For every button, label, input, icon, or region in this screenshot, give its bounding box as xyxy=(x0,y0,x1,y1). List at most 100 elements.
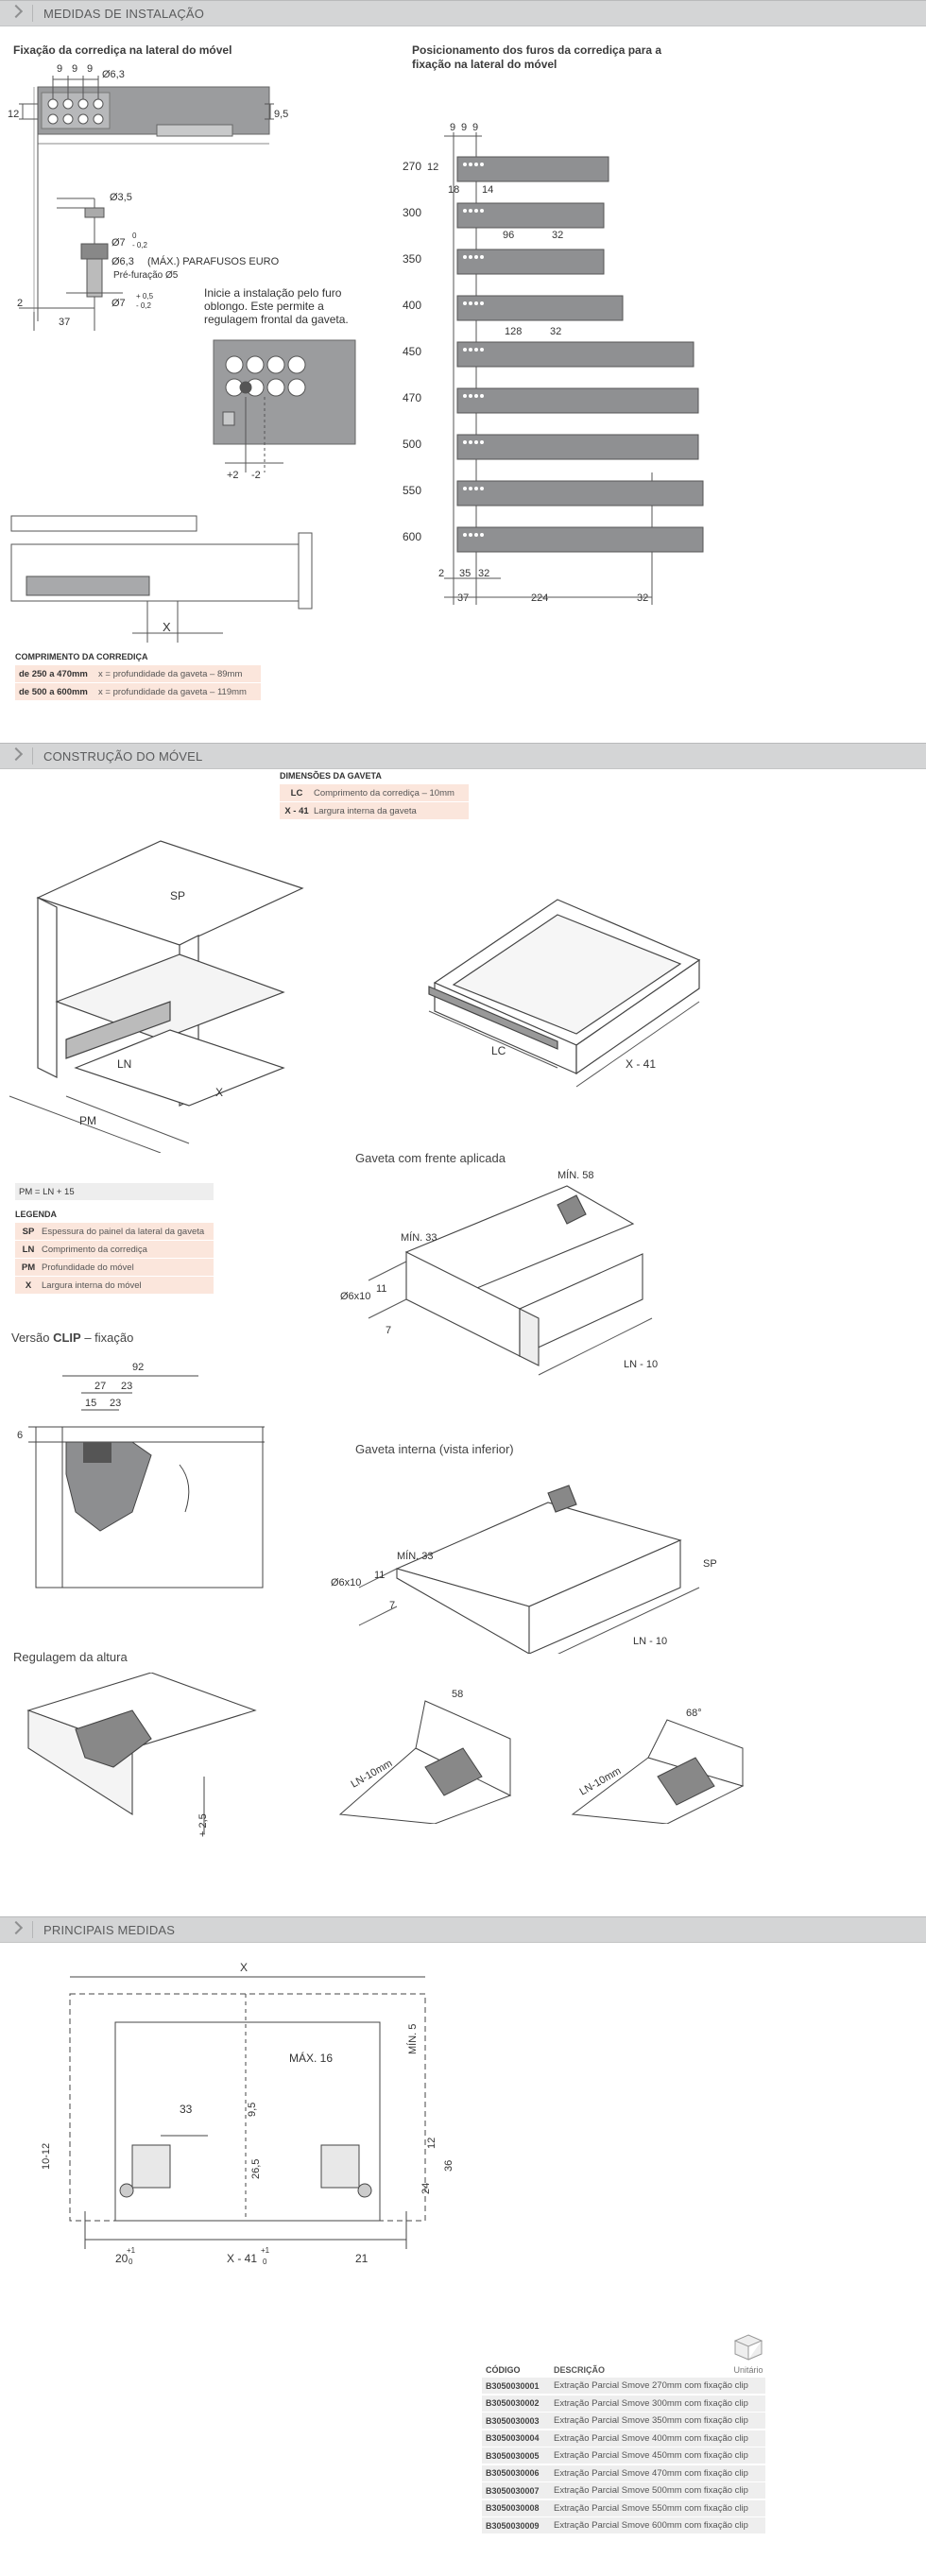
rail-hole xyxy=(474,163,478,166)
chevron-right-icon xyxy=(9,4,24,19)
legend-row: PM Profundidade do móvel xyxy=(15,1259,214,1276)
rail-row-500: 500 xyxy=(403,434,699,460)
adjust-plus: +2 xyxy=(227,470,239,481)
rail-length-label: 470 xyxy=(403,391,421,404)
legend-row: SP Espessura do painel da lateral da gav… xyxy=(15,1223,214,1240)
legend-title: LEGENDA xyxy=(15,1210,58,1219)
slide-fixing-diagram: 9 9 9 Ø6,3 12 9,5 Ø3,5 Ø7 0 - 0,2 Ø6,3 (… xyxy=(8,63,356,481)
chevron-right-icon xyxy=(9,1920,24,1935)
svg-text:+ 0,5: + 0,5 xyxy=(136,292,154,301)
dim-9b: 9 xyxy=(72,63,77,75)
rail-hole xyxy=(480,255,484,259)
svg-text:6: 6 xyxy=(17,1430,23,1441)
rail-hole xyxy=(474,440,478,444)
rail-bar xyxy=(456,341,694,368)
svg-text:32: 32 xyxy=(478,568,489,579)
unit-label: Unitário xyxy=(733,2365,763,2375)
svg-text:96: 96 xyxy=(503,230,514,241)
label-x41: X - 41 xyxy=(626,1057,656,1071)
rail-bar xyxy=(456,202,605,229)
note-line2: oblongo. Este permite a xyxy=(204,300,324,313)
rail-hole xyxy=(469,209,472,213)
svg-text:+ 2,5: + 2,5 xyxy=(197,1813,209,1837)
svg-text:26,5: 26,5 xyxy=(250,2159,262,2179)
svg-text:9,5: 9,5 xyxy=(247,2103,258,2117)
rail-hole xyxy=(480,348,484,352)
dim-11: 11 xyxy=(376,1283,386,1295)
drawer-dims-table: DIMENSÕES DA GAVETA LC Comprimento da co… xyxy=(280,771,469,820)
rail-hole xyxy=(474,533,478,537)
section-header-installation: MEDIDAS DE INSTALAÇÃO xyxy=(0,0,926,26)
section-title: CONSTRUÇÃO DO MÓVEL xyxy=(43,749,203,764)
note-line1: Inicie a instalação pelo furo xyxy=(204,286,342,300)
svg-text:X - 41: X - 41 xyxy=(227,2252,257,2265)
section-title: PRINCIPAIS MEDIDAS xyxy=(43,1923,176,1937)
rail-bar xyxy=(456,156,609,182)
svg-text:68°: 68° xyxy=(686,1708,702,1719)
rail-hole xyxy=(463,301,467,305)
svg-text:224: 224 xyxy=(531,592,548,604)
dim-9a: 9 xyxy=(57,63,62,75)
rail-hole xyxy=(474,394,478,398)
svg-text:32: 32 xyxy=(637,592,648,604)
rail-hole xyxy=(463,487,467,490)
rail-length-label: 450 xyxy=(403,345,421,358)
rail-length-label: 400 xyxy=(403,299,421,312)
rail-length-label: 500 xyxy=(403,438,421,451)
rail-hole xyxy=(480,209,484,213)
dim-d7b: Ø7 xyxy=(111,298,126,309)
rail-bar xyxy=(456,434,699,460)
svg-text:MÍN. 5: MÍN. 5 xyxy=(406,2024,419,2054)
rail-bar xyxy=(456,387,699,414)
svg-text:+1: +1 xyxy=(261,2246,270,2255)
legend-row: LN Comprimento da corrediça xyxy=(15,1241,214,1258)
svg-text:X: X xyxy=(240,1961,248,1974)
rail-hole xyxy=(480,163,484,166)
dim-12: 12 xyxy=(8,109,19,120)
svg-text:92: 92 xyxy=(132,1362,144,1373)
rail-bar xyxy=(456,249,605,275)
svg-text:9: 9 xyxy=(450,122,455,133)
rail-bar xyxy=(456,295,624,321)
label-ln: LN xyxy=(117,1057,131,1071)
rail-hole xyxy=(480,533,484,537)
rail-hole xyxy=(480,394,484,398)
unit-indicator: Unitário xyxy=(728,2332,769,2375)
clip-adjust-2: 68° LN-10mm xyxy=(571,1708,745,1824)
caption-internal-drawer: Gaveta interna (vista inferior) xyxy=(355,1442,514,1456)
svg-text:23: 23 xyxy=(121,1381,132,1392)
svg-text:37: 37 xyxy=(457,592,469,604)
svg-text:11: 11 xyxy=(374,1570,385,1581)
svg-text:7: 7 xyxy=(389,1600,395,1611)
length-table: COMPRIMENTO DA CORREDIÇA de 250 a 470mm … xyxy=(15,652,261,701)
section-title: MEDIDAS DE INSTALAÇÃO xyxy=(43,7,205,21)
svg-text:0: 0 xyxy=(129,2258,133,2266)
length-table-title: COMPRIMENTO DA CORREDIÇA xyxy=(15,652,148,661)
dim-7: 7 xyxy=(386,1325,391,1336)
clip-title: Versão CLIP – fixação xyxy=(11,1331,134,1345)
dim-d6x10: Ø6x10 xyxy=(340,1291,370,1302)
svg-text:+1: +1 xyxy=(127,2246,136,2255)
svg-text:Ø6x10: Ø6x10 xyxy=(331,1577,361,1589)
svg-text:10-12: 10-12 xyxy=(41,2143,52,2170)
svg-text:21: 21 xyxy=(355,2252,369,2265)
rail-length-label: 350 xyxy=(403,252,421,266)
internal-drawer-diagram: MÍN. 33 11 Ø6x10 7 LN - 10 SP xyxy=(331,1485,717,1654)
rail-length-label: 600 xyxy=(403,530,421,543)
dim-d63b: Ø6,3 xyxy=(111,256,134,267)
svg-text:24: 24 xyxy=(420,2183,432,2194)
rail-bar xyxy=(456,526,704,553)
height-adjust-diagram: + 2,5 xyxy=(26,1673,257,1837)
dim-min33: MÍN. 33 xyxy=(401,1231,437,1244)
hole-position-diagram: 9 9 9 12 18 14 96 32 128 32 2 35 32 37 2… xyxy=(403,122,704,605)
rail-length-label: 270 xyxy=(403,160,421,173)
svg-text:36: 36 xyxy=(443,2160,454,2172)
section-header-construction: CONSTRUÇÃO DO MÓVEL xyxy=(0,743,926,769)
rail-hole xyxy=(463,394,467,398)
dim-min58: MÍN. 58 xyxy=(557,1169,594,1181)
